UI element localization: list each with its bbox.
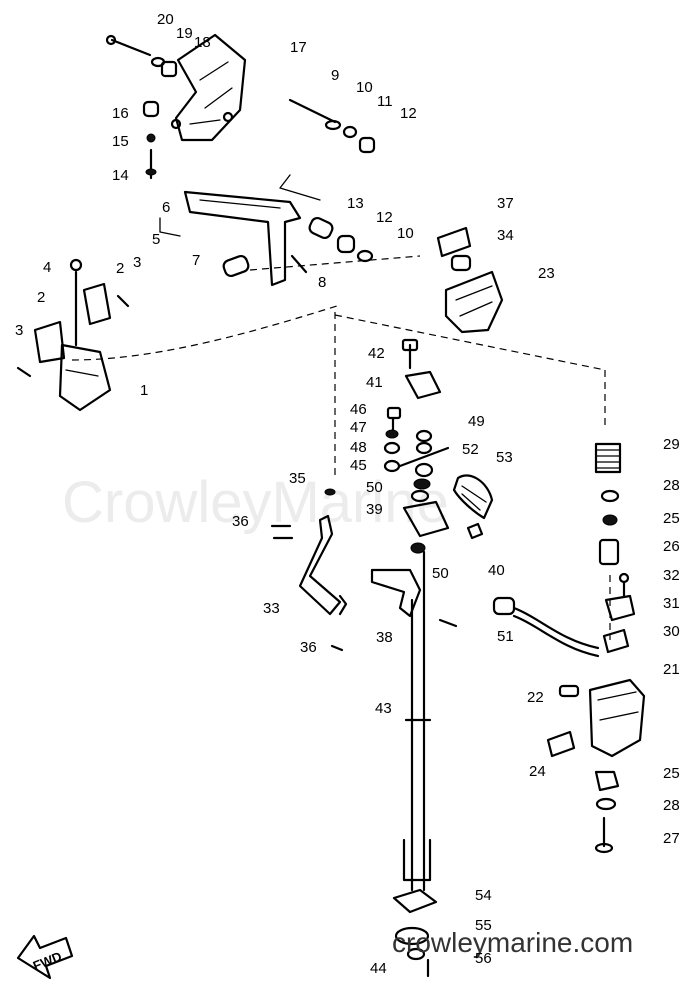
- callout-c50a: 50: [366, 479, 383, 496]
- part-21-22-24: [546, 678, 646, 758]
- callout-c25a: 25: [663, 510, 680, 527]
- callout-c16: 16: [112, 105, 129, 122]
- callout-c23: 23: [538, 265, 555, 282]
- callout-c30: 30: [663, 623, 680, 640]
- callout-c55: 55: [475, 917, 492, 934]
- center-stack: [383, 338, 450, 473]
- callout-c54: 54: [475, 887, 492, 904]
- callout-c26: 26: [663, 538, 680, 555]
- callout-c49: 49: [468, 413, 485, 430]
- callout-c13: 13: [347, 195, 364, 212]
- pins-36: [270, 524, 344, 652]
- callout-c19: 19: [176, 25, 193, 42]
- callout-c28b: 28: [663, 797, 680, 814]
- callout-c25b: 25: [663, 765, 680, 782]
- callout-c7: 7: [192, 252, 200, 269]
- callout-c1: 1: [140, 382, 148, 399]
- parts-16-15-14: [142, 100, 160, 180]
- callout-c24: 24: [529, 763, 546, 780]
- callout-c31: 31: [663, 595, 680, 612]
- callout-c28a: 28: [663, 477, 680, 494]
- linkage-cable: [492, 596, 600, 658]
- link-7-pin-8: [222, 254, 308, 278]
- callout-c50b: 50: [432, 565, 449, 582]
- callout-c37: 37: [497, 195, 514, 212]
- assembly-dashed-lines: [71, 255, 611, 640]
- callout-c18: 18: [194, 34, 211, 51]
- collar-13-12-washer-10: [308, 216, 374, 263]
- pin-51: [438, 618, 458, 628]
- site-label: crowleymarine.com: [392, 927, 633, 958]
- parts-37-34-23: [436, 226, 504, 334]
- callout-c46: 46: [350, 401, 367, 418]
- bracket-1: [16, 258, 130, 412]
- callout-c53: 53: [496, 449, 513, 466]
- callout-c15: 15: [112, 133, 129, 150]
- callout-c36b: 36: [300, 639, 317, 656]
- callout-c34: 34: [497, 227, 514, 244]
- parts-25-28-27: [594, 770, 620, 854]
- callout-c38: 38: [376, 629, 393, 646]
- callout-c17: 17: [290, 39, 307, 56]
- lever-38: [370, 542, 426, 618]
- callout-c51: 51: [497, 628, 514, 645]
- callout-c12a: 12: [400, 105, 417, 122]
- callout-c27: 27: [663, 830, 680, 847]
- arm-6: [159, 174, 321, 287]
- callout-c9: 9: [331, 67, 339, 84]
- watermark-text: CrowleyMarine: [62, 470, 449, 535]
- callout-c21: 21: [663, 661, 680, 678]
- callout-c41: 41: [366, 374, 383, 391]
- callout-c6: 6: [162, 199, 170, 216]
- callout-c10a: 10: [356, 79, 373, 96]
- callout-c20: 20: [157, 11, 174, 28]
- shaft-43: [402, 598, 432, 892]
- callout-c48: 48: [350, 439, 367, 456]
- callout-c33: 33: [263, 600, 280, 617]
- callout-c12b: 12: [376, 209, 393, 226]
- fwd-arrow-icon: FWD: [16, 934, 74, 980]
- right-column-parts: [594, 442, 636, 654]
- parts-39-40-35: [324, 488, 484, 540]
- callout-c29: 29: [663, 436, 680, 453]
- callout-c39: 39: [366, 501, 383, 518]
- callout-c2a: 2: [116, 260, 124, 277]
- callout-c40: 40: [488, 562, 505, 579]
- callout-c52: 52: [462, 441, 479, 458]
- bolt-20-washer-19-collar-18: [105, 34, 178, 78]
- callout-c47: 47: [350, 419, 367, 436]
- callout-c11: 11: [377, 93, 393, 110]
- callout-c35: 35: [289, 470, 306, 487]
- callout-c4: 4: [43, 259, 51, 276]
- callout-c44: 44: [370, 960, 387, 977]
- washers-49-50-52-cover-53: [410, 429, 494, 520]
- callout-c2b: 2: [37, 289, 45, 306]
- callout-c45: 45: [350, 457, 367, 474]
- callout-c56: 56: [475, 950, 492, 967]
- callout-c36a: 36: [232, 513, 249, 530]
- parts-54-55-56-44: [392, 888, 438, 978]
- callout-c8: 8: [318, 274, 326, 291]
- lever-33: [298, 514, 348, 616]
- bolt-9-and-washers: [288, 98, 376, 154]
- callout-c43: 43: [375, 700, 392, 717]
- callout-c10b: 10: [397, 225, 414, 242]
- callout-c14: 14: [112, 167, 129, 184]
- callout-c3a: 3: [133, 254, 141, 271]
- callout-c32: 32: [663, 567, 680, 584]
- bracket-17: [170, 33, 247, 142]
- callout-c42: 42: [368, 345, 385, 362]
- callout-c22: 22: [527, 689, 544, 706]
- callout-c3b: 3: [15, 322, 23, 339]
- callout-c5: 5: [152, 231, 160, 248]
